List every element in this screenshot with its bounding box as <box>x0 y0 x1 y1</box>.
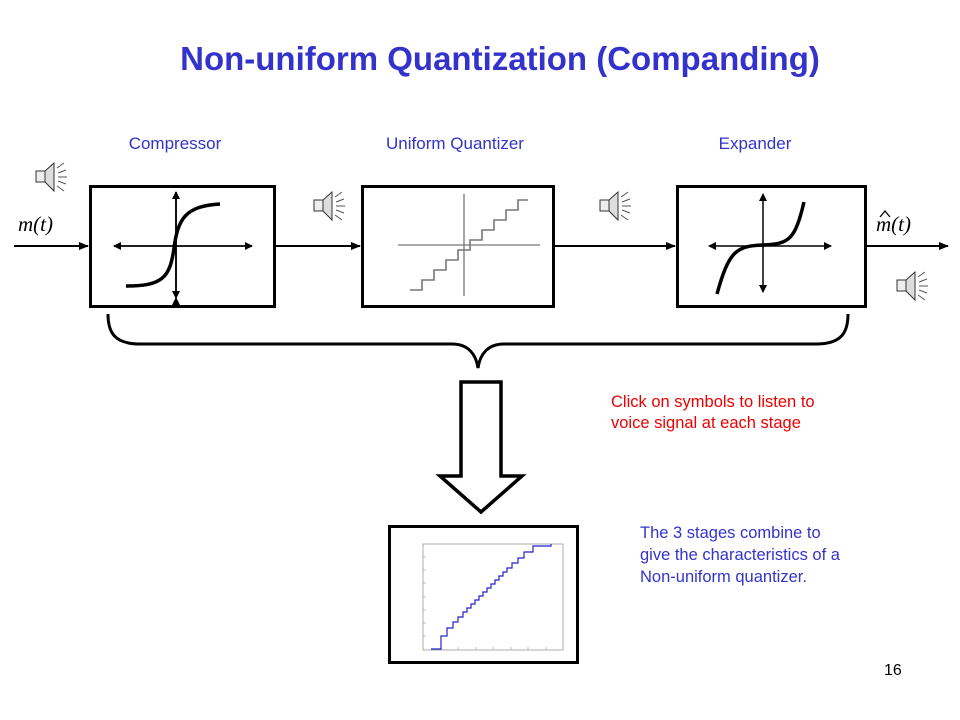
speaker-icon[interactable] <box>895 266 931 306</box>
page-number: 16 <box>884 662 902 679</box>
speaker-icon[interactable] <box>34 157 70 197</box>
input-signal-label: m(t) <box>18 212 53 236</box>
expander-label: Expander <box>718 134 792 153</box>
expander-curve-icon <box>708 193 832 295</box>
compressor-curve-icon <box>113 191 253 305</box>
output-signal-label: m(t) <box>876 212 911 236</box>
combination-note-line-1: The 3 stages combine to <box>640 524 821 542</box>
combination-note-line-3: Non-uniform quantizer. <box>640 568 807 586</box>
expander-block <box>676 185 867 308</box>
hat-icon <box>879 209 891 218</box>
nonuniform-quantizer-plot <box>388 525 579 664</box>
uniform-quantizer-label: Uniform Quantizer <box>386 134 524 153</box>
down-arrow-icon <box>435 380 527 515</box>
listen-instruction: Click on symbols to listen to voice sign… <box>611 392 911 434</box>
uniform-quantizer-block <box>361 185 555 308</box>
compressor-block <box>89 185 276 308</box>
combination-note: The 3 stages combine to give the charact… <box>640 522 940 588</box>
staircase-icon <box>398 194 540 296</box>
grouping-brace <box>106 313 850 369</box>
speaker-icon[interactable] <box>598 186 634 226</box>
combined-characteristic-icon <box>422 543 564 651</box>
page-title: Non-uniform Quantization (Companding) <box>180 40 820 77</box>
listen-instruction-line-1: Click on symbols to listen to <box>611 393 815 411</box>
listen-instruction-line-2: voice signal at each stage <box>611 414 801 432</box>
speaker-icon[interactable] <box>312 186 348 226</box>
combination-note-line-2: give the characteristics of a <box>640 546 840 564</box>
compressor-label: Compressor <box>128 134 222 153</box>
